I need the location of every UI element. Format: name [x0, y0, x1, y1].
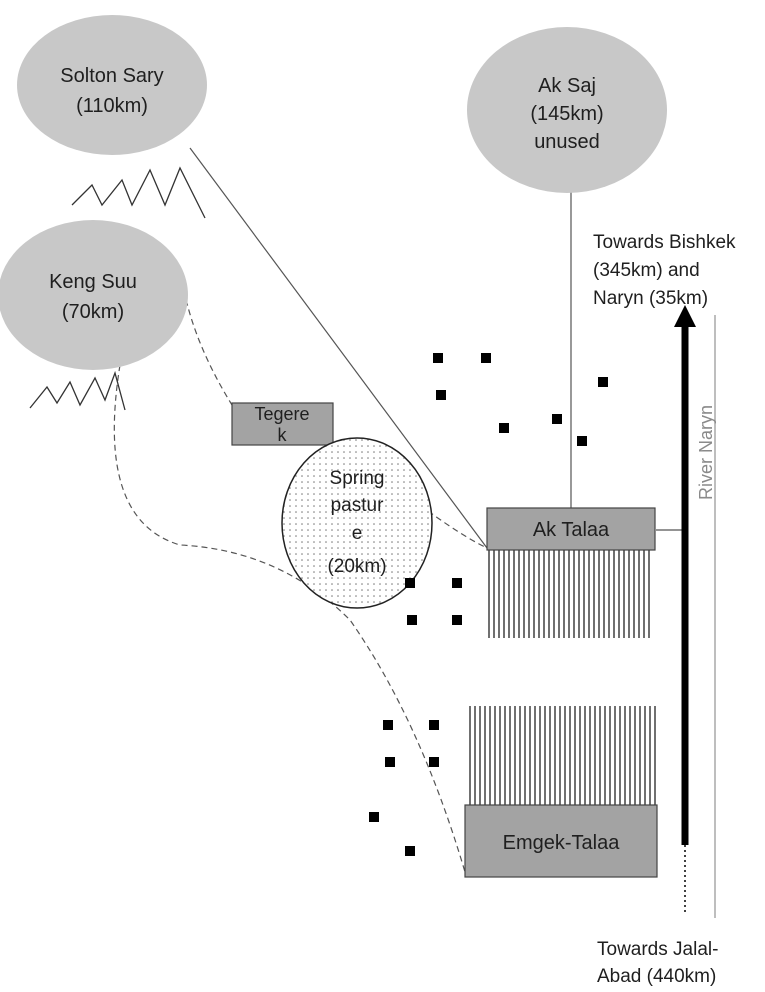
house-marker: [499, 423, 509, 433]
house-marker: [407, 615, 417, 625]
spring-pasture-line1: Spring: [330, 468, 385, 489]
direction-line: Towards Bishkek: [593, 232, 736, 253]
mountain-icon: [71, 166, 206, 219]
house-marker: [436, 390, 446, 400]
tegerek-box: Tegere k: [231, 402, 334, 446]
route-keng-suu-tegerek: [183, 289, 233, 406]
pasture-name: Keng Suu: [49, 271, 137, 293]
village-emgek-talaa: Emgek-Talaa: [464, 804, 658, 878]
spring-pasture-line4: (20km): [327, 556, 386, 577]
pasture-distance: (110km): [76, 95, 148, 117]
river-label: River Naryn: [696, 405, 716, 500]
pasture-distance: (145km): [530, 103, 603, 125]
village-label: Emgek-Talaa: [503, 832, 621, 854]
house-marker: [405, 578, 415, 588]
house-marker: [383, 720, 393, 730]
pasture-status: unused: [534, 131, 600, 153]
house-marker: [369, 812, 379, 822]
house-marker: [452, 578, 462, 588]
tegerek-label-line1: Tegere: [254, 404, 309, 424]
pasture-distance: (70km): [62, 301, 124, 323]
pasture-ak-saj: Ak Saj (145km) unused: [467, 27, 667, 193]
main-road: [674, 305, 696, 915]
spring-pasture: Spring pastur e (20km): [281, 437, 433, 609]
house-marker: [385, 757, 395, 767]
house-marker: [552, 414, 562, 424]
direction-jalal-abad: Towards Jalal- Abad (440km): [597, 939, 718, 987]
house-marker: [429, 720, 439, 730]
house-marker: [405, 846, 415, 856]
direction-line: (345km) and: [593, 260, 700, 281]
house-marker: [598, 377, 608, 387]
ak-talaa-fields: [488, 550, 650, 638]
mountain-icon: [29, 370, 126, 411]
route-keng-suu-emgek-talaa: [113, 364, 466, 873]
house-marker: [481, 353, 491, 363]
direction-line: Naryn (35km): [593, 288, 708, 309]
pasture-name: Solton Sary: [60, 65, 163, 87]
village-label: Ak Talaa: [533, 519, 610, 541]
house-marker: [452, 615, 462, 625]
route-solton-sary: [189, 147, 488, 549]
pasture-keng-suu: Keng Suu (70km): [0, 220, 188, 370]
houses: [369, 353, 608, 856]
route-spring-ak-talaa: [419, 504, 488, 549]
spring-pasture-line3: e: [352, 523, 363, 544]
arrow-up-icon: [674, 305, 696, 327]
emgek-talaa-fields: [469, 706, 656, 805]
house-marker: [577, 436, 587, 446]
direction-line: Towards Jalal-: [597, 939, 718, 960]
village-ak-talaa: Ak Talaa: [486, 507, 656, 551]
direction-line: Abad (440km): [597, 966, 716, 987]
pasture-name: Ak Saj: [538, 75, 596, 97]
pasture-solton-sary: Solton Sary (110km): [17, 15, 207, 155]
direction-bishkek: Towards Bishkek (345km) and Naryn (35km): [593, 232, 736, 309]
tegerek-label-line2: k: [278, 425, 288, 445]
house-marker: [433, 353, 443, 363]
house-marker: [429, 757, 439, 767]
spring-pasture-line2: pastur: [331, 495, 384, 516]
